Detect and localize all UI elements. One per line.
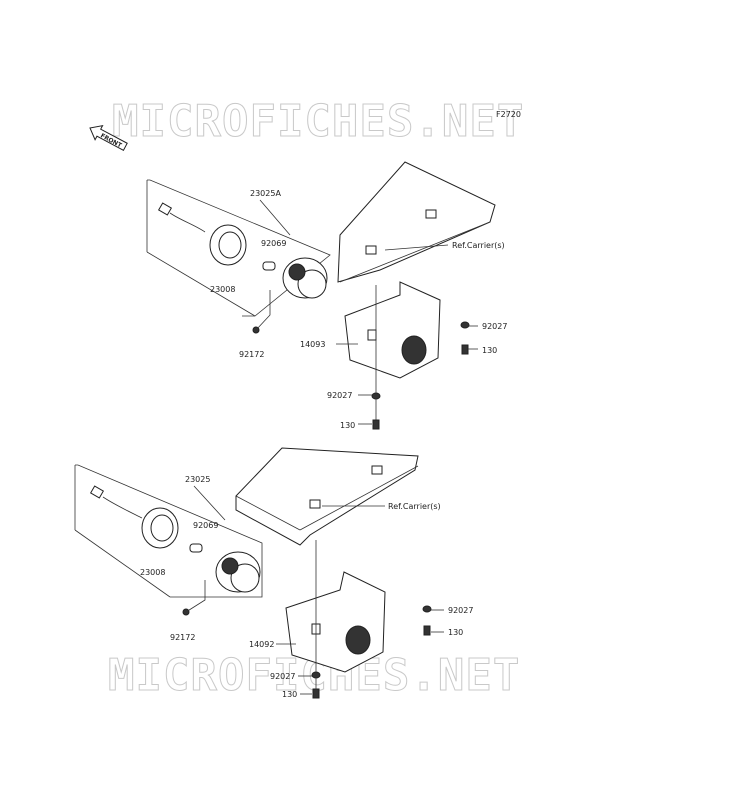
lower-label-assembly: 23025 [185,475,210,484]
upper-label-bolt-bottom: 130 [340,421,355,430]
upper-label-washer-right: 92027 [482,322,507,331]
lower-bolt-right [423,625,431,636]
diagram-code: F2720 [496,110,521,119]
lower-washer-right [422,605,432,613]
upper-carrier [337,161,496,283]
lower-label-washer-right: 92027 [448,606,473,615]
lower-group: 23025 92069 23008 92172 Ref.Carrier(s) 1… [74,447,473,699]
upper-connector [157,202,173,216]
lower-label-bracket: 14092 [249,640,274,649]
lower-label-bolt-bottom: 130 [282,690,297,699]
upper-label-screw: 92172 [239,350,264,359]
lower-label-socket: 23008 [140,568,165,577]
upper-label-ref: Ref.Carrier(s) [452,241,505,250]
lower-label-screw: 92172 [170,633,195,642]
upper-label-bolt-right: 130 [482,346,497,355]
lower-label-ref: Ref.Carrier(s) [388,502,441,511]
lower-bracket [285,571,386,673]
lower-bulb [189,543,203,553]
upper-label-assembly: 23025A [250,189,281,198]
lower-carrier [235,447,419,546]
lower-bolt-bottom [312,688,320,699]
upper-assembly-box [147,179,331,317]
upper-label-bracket: 14093 [300,340,325,349]
lower-connector [89,485,105,499]
upper-bolt-bottom [372,419,380,430]
upper-group: 23025A 92069 23008 92172 Ref.Carrier(s) … [146,161,507,430]
upper-bulb [262,261,276,271]
lower-label-washer-bottom: 92027 [270,672,295,681]
watermark-top: MICROFICHES.NET [111,96,525,148]
front-arrow-icon: FRONT [89,124,128,151]
upper-washer-right [460,321,470,329]
upper-label-bulb: 92069 [261,239,286,248]
upper-bracket [344,281,441,379]
lower-label-bolt-right: 130 [448,628,463,637]
upper-bolt-right [461,344,469,355]
upper-label-socket: 23008 [210,285,235,294]
lower-label-bulb: 92069 [193,521,218,530]
upper-label-washer-bottom: 92027 [327,391,352,400]
lower-assembly-box [75,464,263,598]
